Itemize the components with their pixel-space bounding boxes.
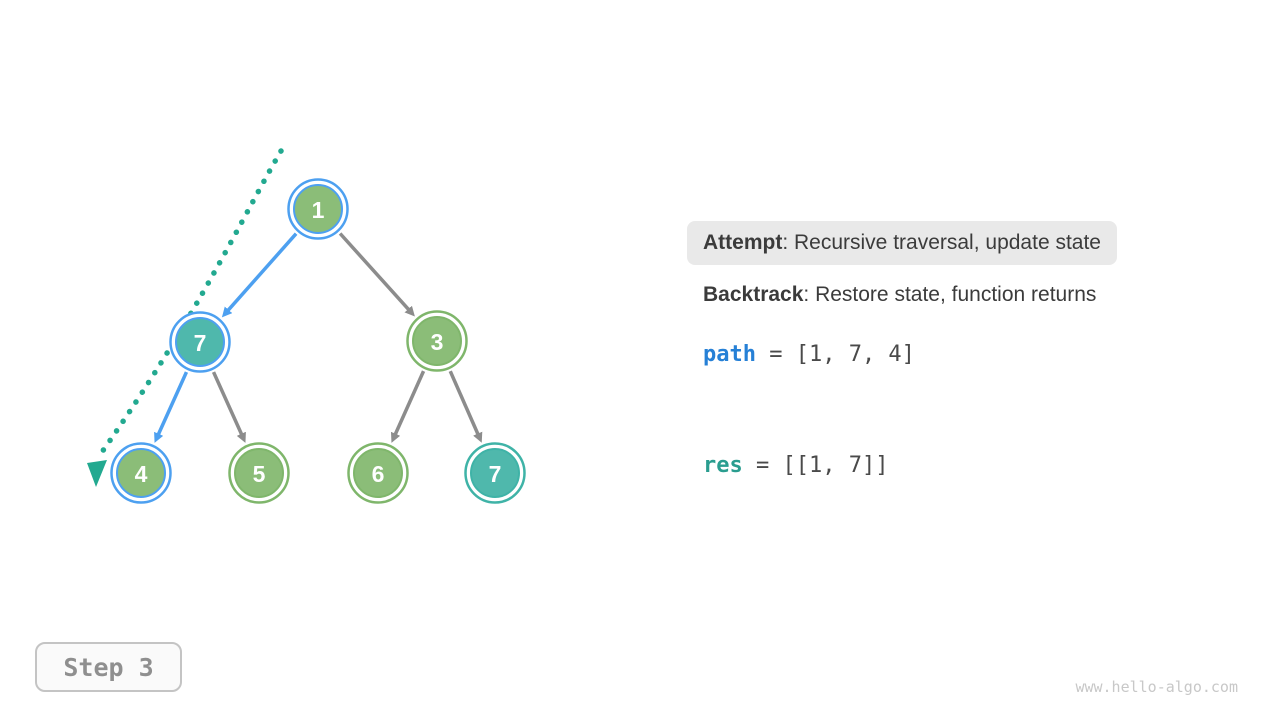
tree-node-4: 4 [110, 442, 172, 504]
traversal-arrowhead [87, 460, 107, 487]
tree-edge-7-4 [154, 371, 189, 443]
res-value: = [[1, 7]] [742, 453, 889, 478]
tree-node-6: 6 [347, 442, 409, 504]
tree-node-1: 1 [287, 178, 349, 240]
tree-node-7: 7 [464, 442, 526, 504]
tree-edge-3-6 [390, 370, 426, 443]
svg-text:3: 3 [431, 329, 444, 355]
backtrack-text: : Restore state, function returns [803, 283, 1097, 306]
state-panel: Attempt: Recursive traversal, update sta… [687, 221, 1207, 478]
attempt-text: : Recursive traversal, update state [782, 231, 1101, 254]
tree-edge-3-7 [448, 370, 483, 443]
attempt-callout: Attempt: Recursive traversal, update sta… [687, 221, 1117, 265]
path-value: = [1, 7, 4] [755, 342, 915, 367]
watermark: www.hello-algo.com [1075, 678, 1238, 696]
path-variable: path = [1, 7, 4] [687, 342, 1207, 367]
tree-edge-7-5 [211, 371, 246, 443]
step-badge-label: Step 3 [63, 652, 154, 682]
backtrack-label: Backtrack [703, 283, 804, 306]
svg-text:7: 7 [489, 461, 502, 487]
svg-text:1: 1 [312, 197, 325, 223]
step-badge: Step 3 [35, 642, 182, 692]
svg-text:7: 7 [194, 330, 207, 356]
tree-node-5: 5 [228, 442, 290, 504]
svg-text:4: 4 [135, 461, 148, 487]
tree-edge-1-3 [338, 232, 415, 317]
backtrack-line: Backtrack: Restore state, function retur… [687, 282, 1207, 308]
tree-node-3: 3 [406, 310, 468, 372]
tree-node-7: 7 [169, 311, 231, 373]
tree-edge-1-7 [221, 232, 298, 318]
res-keyword: res [703, 453, 743, 478]
svg-text:5: 5 [253, 461, 266, 487]
traversal-dotted-curve [99, 148, 284, 455]
res-variable: res = [[1, 7]] [687, 453, 1207, 478]
path-keyword: path [703, 342, 756, 367]
attempt-label: Attempt [703, 231, 783, 254]
svg-text:6: 6 [372, 461, 385, 487]
